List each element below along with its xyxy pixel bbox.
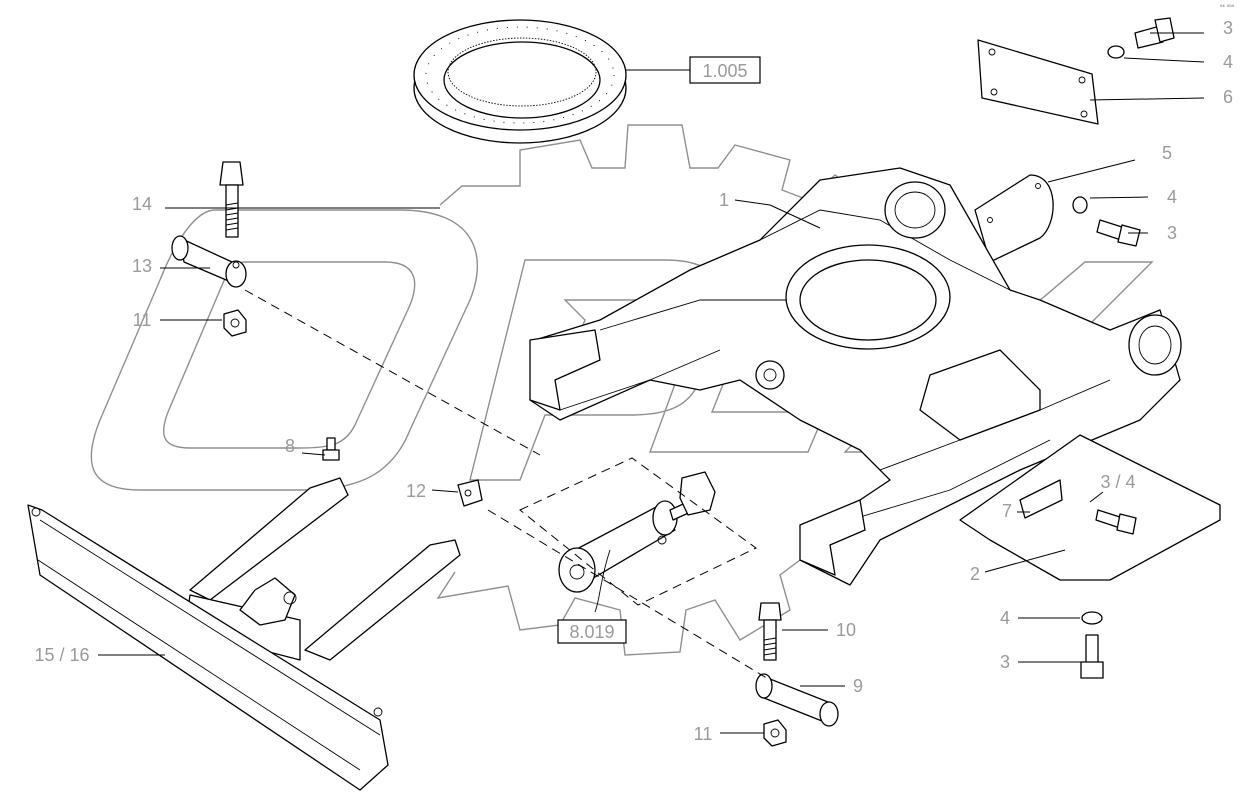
bolt-3-mid xyxy=(1096,219,1141,247)
pin-9 xyxy=(755,673,839,727)
bolt-34 xyxy=(1095,509,1137,535)
washer-4-mid xyxy=(1072,196,1088,214)
label-5: 5 xyxy=(1162,143,1172,163)
label-14: 14 xyxy=(132,194,152,214)
label-3-low: 3 xyxy=(1000,652,1010,672)
ref-ring: 1.005 xyxy=(702,61,747,81)
cover-plate-6 xyxy=(977,39,1099,125)
cover-plate-5 xyxy=(974,174,1054,263)
label-3-mid: 3 xyxy=(1167,223,1177,243)
slewing-ring xyxy=(413,19,627,144)
ref-cylinder: 8.019 xyxy=(569,622,614,642)
grease-nipple-8 xyxy=(322,437,340,461)
dashed-line-upper xyxy=(244,289,541,456)
bolt-10 xyxy=(758,602,782,661)
dozer-blade xyxy=(27,477,461,791)
ref-box-cylinder xyxy=(557,619,627,644)
washer-4-top xyxy=(1107,45,1125,59)
label-4-top: 4 xyxy=(1223,52,1233,72)
bolt-3-low xyxy=(1080,634,1104,679)
label-9: 9 xyxy=(853,676,863,696)
bolt-3-top xyxy=(1134,17,1175,49)
ref-box-ring xyxy=(689,56,761,84)
hydraulic-cylinder xyxy=(558,471,716,593)
label-13: 13 xyxy=(132,256,152,276)
label-8: 8 xyxy=(285,436,295,456)
label-3-top: 3 xyxy=(1223,18,1233,38)
undercarriage-frame xyxy=(529,167,1182,586)
label-11-top: 11 xyxy=(133,310,152,330)
pin-13 xyxy=(171,235,247,288)
label-10: 10 xyxy=(836,620,856,640)
dashed-assembly-box xyxy=(519,457,757,606)
nut-11-bottom xyxy=(763,719,787,747)
label-4-mid: 4 xyxy=(1167,187,1177,207)
label-2: 2 xyxy=(970,564,980,584)
label-34: 3 / 4 xyxy=(1100,472,1135,492)
label-15-16: 15 / 16 xyxy=(34,645,89,665)
leader-lines xyxy=(98,32,1205,734)
nut-11-top xyxy=(223,309,247,337)
label-7: 7 xyxy=(1002,501,1012,521)
label-6: 6 xyxy=(1223,87,1233,107)
dashed-line-lower xyxy=(487,509,771,681)
label-1: 1 xyxy=(719,190,729,210)
corner-mark: ⁰⁴ ⁰⁰⁴ xyxy=(1220,4,1235,11)
fitting-12 xyxy=(457,479,483,507)
label-12: 12 xyxy=(406,481,426,501)
bottom-plate-2 xyxy=(959,434,1221,581)
washer-4-low xyxy=(1081,611,1103,625)
bolt-14 xyxy=(219,161,244,238)
label-4-low: 4 xyxy=(1000,608,1010,628)
cylinder-ref-leader xyxy=(594,549,611,613)
label-11-bottom: 11 xyxy=(694,724,713,744)
